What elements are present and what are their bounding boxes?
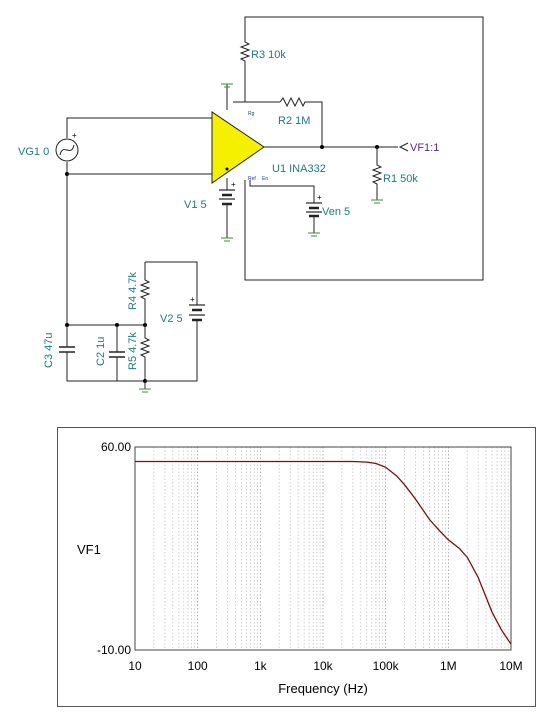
plot-frame (57, 427, 536, 707)
circuit-schematic: R3 10k R2 1M Rg U1 INA332 Ref En VF1:1 R… (18, 16, 484, 393)
opamp-u1[interactable] (211, 111, 265, 184)
wire-in-plus (66, 117, 212, 138)
label-c2: C2 1u (95, 337, 107, 366)
probe-label: VF1:1 (410, 142, 439, 154)
x-tick-label: 10M (499, 659, 522, 673)
wire-en (249, 180, 315, 203)
battery-ven[interactable] (306, 202, 322, 218)
probe-arrow-icon (398, 142, 409, 152)
x-tick-label: 10 (128, 659, 142, 673)
ground-symbol (221, 83, 233, 88)
plus-sign: + (190, 295, 195, 304)
capacitor-c3[interactable] (59, 346, 75, 353)
plot-grid (134, 447, 509, 650)
ground-symbol (221, 237, 233, 242)
x-tick-label: 1k (254, 659, 268, 673)
x-tick-labels: 10 100 1k 10k 100k 1M 10M (128, 659, 522, 673)
plot-area (134, 446, 512, 651)
label-u1: U1 INA332 (272, 163, 326, 175)
y-tick-labels: 60.00 -10.00 (97, 440, 131, 657)
label-r3: R3 10k (251, 49, 286, 61)
y-axis-label: VF1 (77, 542, 101, 557)
plus-sign: + (317, 193, 322, 202)
resistor-r2[interactable] (279, 96, 323, 147)
resistor-r5[interactable] (139, 325, 151, 381)
x-axis-label: Frequency (Hz) (278, 681, 368, 696)
feedback-box (244, 16, 484, 281)
label-vg1: VG1 0 (18, 146, 49, 158)
label-r4: R4 4.7k (127, 272, 139, 310)
x-tick-label: 100 (188, 659, 208, 673)
label-r2: R2 1M (278, 115, 310, 127)
signal-source-vg1[interactable] (55, 138, 79, 162)
battery-v1[interactable] (219, 189, 235, 206)
pin-en: En (262, 176, 268, 182)
label-r1: R1 50k (383, 173, 418, 185)
y-tick-label: -10.00 (97, 643, 131, 657)
label-v1: V1 5 (184, 199, 207, 211)
label-c3: C3 47u (43, 333, 55, 368)
resistor-r3[interactable] (239, 28, 251, 102)
y-tick-label: 60.00 (101, 440, 131, 454)
response-curve (135, 460, 512, 645)
wire-c3-gnd (66, 352, 145, 382)
junction-dot (320, 145, 324, 149)
ground-symbol (371, 199, 383, 204)
plus-sign: + (72, 131, 77, 140)
ground-symbol (308, 232, 320, 237)
pin-rg: Rg (248, 111, 255, 117)
label-ven: Ven 5 (322, 206, 350, 218)
resistor-r4[interactable] (139, 262, 151, 325)
label-r5: R5 4.7k (127, 332, 139, 370)
frequency-response-chart: 10 100 1k 10k 100k 1M 10M 60.00 -10.00 Frequenc… (77, 440, 523, 696)
capacitor-c2[interactable] (109, 351, 125, 358)
ground-symbol (139, 388, 151, 393)
pin-ref: Ref (248, 176, 256, 182)
x-tick-label: 10k (313, 659, 333, 673)
x-tick-label: 1M (440, 659, 457, 673)
plus-sign: + (231, 180, 236, 189)
x-tick-label: 100k (373, 659, 400, 673)
wire-r4-top (145, 261, 198, 305)
wire-v2-gnd (145, 320, 198, 382)
battery-v2[interactable] (189, 304, 205, 322)
label-v2: V2 5 (160, 313, 183, 325)
resistor-r1[interactable] (371, 147, 383, 200)
